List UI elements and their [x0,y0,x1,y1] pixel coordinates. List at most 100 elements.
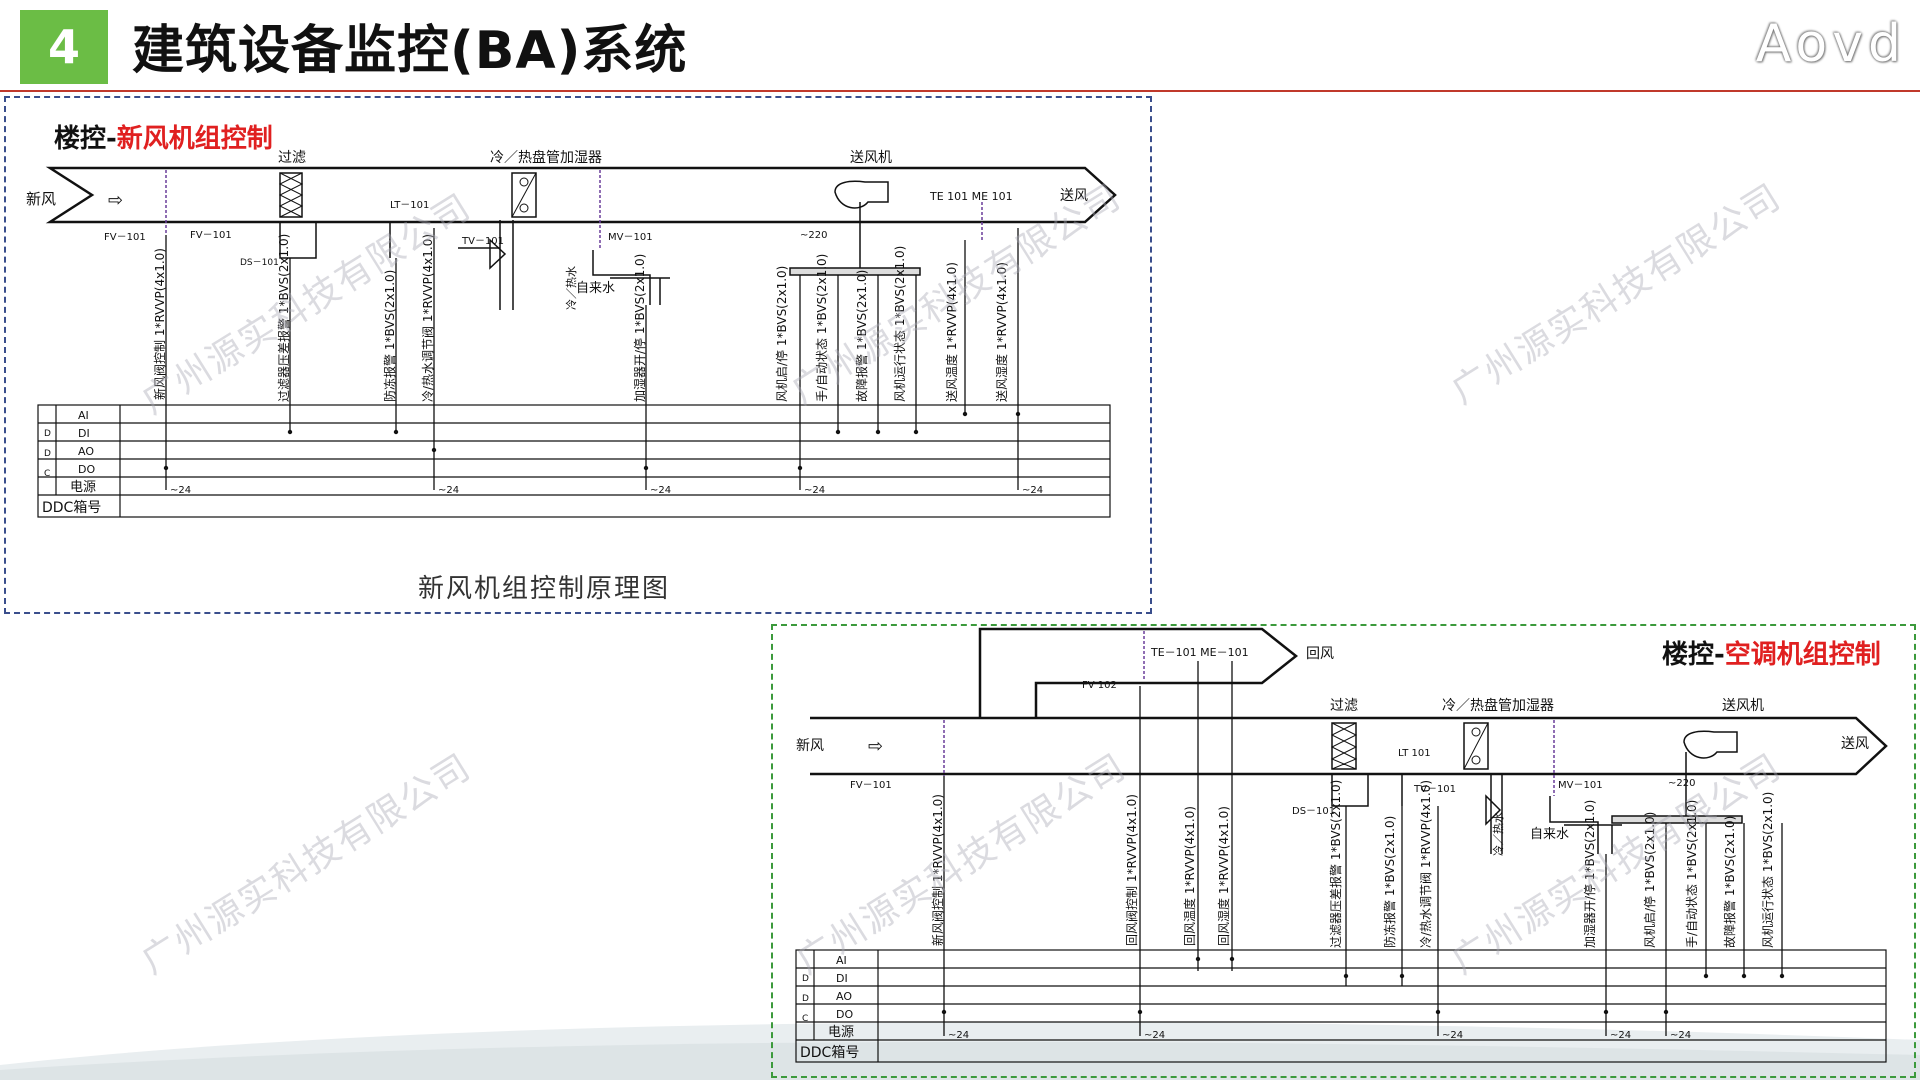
row-di: DI [78,427,90,440]
starter-panel [1611,815,1743,824]
ddc-io-table [37,404,1111,518]
cable-label: 防冻报警 1*BVS(2x1.0) [382,270,397,402]
cable-label: 风机启/停 1*BVS(2x1.0) [774,266,789,402]
power-24-label: ~24 [1022,485,1043,496]
ddc-io-table [795,949,1887,1063]
tv-tag: TV－101 [461,236,504,247]
row-ddc-box: DDC箱号 [800,1045,859,1061]
airflow-arrow-icon: ⇨ [108,190,123,211]
cable-label: 回风阀控制 1*RVVP(4x1.0) [1125,794,1139,946]
damper-tag-2: FV－101 [850,780,892,791]
power-24-label: ~24 [1442,1030,1463,1041]
row-ai: AI [78,409,89,422]
cable-label: 加湿器开/停 1*BVS(2x1.0) [632,254,647,402]
outlet-label: 送风 [1060,188,1088,204]
ddc-letter: D [44,429,51,439]
cable-label: 风机启/停 1*BVS(2x1.0) [1642,812,1657,948]
mv-tag: MV－101 [608,232,653,243]
inlet-label: 新风 [796,738,824,754]
cable-label: 新风阀控制 1*RVVP(4x1.0) [152,248,167,400]
cable-label: 防冻报警 1*BVS(2x1.0) [1382,816,1397,948]
ahu-panel [771,624,1916,1078]
section-number-badge: 4 [20,10,108,84]
starter-panel [789,267,921,276]
inlet-label: 新风 [26,190,56,208]
coil-label: 冷／热盘管加湿器 [1442,697,1554,714]
sensor-tags: TE 101 ME 101 [929,190,1013,203]
cable-label: 故障报警 1*BVS(2x1.0) [854,270,869,402]
damper-tag-2: FV－101 [190,230,232,241]
lt-tag: LT 101 [1398,748,1431,759]
cable-label: 加湿器开/停 1*BVS(2x1.0) [1582,800,1597,948]
cable-label: 送风温度 1*RVVP(4x1.0) [944,262,959,402]
cable-label: 故障报警 1*BVS(2x1.0) [1722,816,1737,948]
ddc-letter: D [802,994,809,1004]
row-power: 电源 [828,1025,854,1040]
row-di: DI [836,972,848,985]
power-24-label: ~24 [804,485,825,496]
title-prefix: 楼控- [54,124,117,154]
row-power: 电源 [70,480,96,495]
power-24-label: ~24 [1144,1030,1165,1041]
power-24-label: ~24 [948,1030,969,1041]
filter-label: 过滤 [278,150,306,166]
tap-water-label: 自来水 [1530,827,1569,842]
cable-label: 送风湿度 1*RVVP(4x1.0) [994,262,1009,402]
damper-tag: FV 102 [1082,680,1117,691]
power-24-label: ~24 [170,485,191,496]
row-do: DO [836,1008,853,1021]
page-title: 建筑设备监控(BA)系统 [132,21,688,81]
fresh-air-unit-title: 楼控-新风机组控制 [54,118,273,155]
sensor-tags: TE－101 ME－101 [1150,646,1249,659]
water-label: 冷／热水 [1492,812,1505,856]
damper-tag: FV－101 [104,232,146,243]
cable-label: 手/自动状态 1*BVS(2x1.0) [815,254,829,402]
title-highlight: 新风机组控制 [116,124,273,154]
filter-label: 过滤 [1330,698,1358,714]
fan-icon [1683,730,1738,759]
header-divider [0,90,1920,92]
row-ao: AO [78,445,94,458]
power-220-label: ~220 [800,230,827,241]
water-label: 冷／热水 [565,266,578,310]
ddc-letter: C [802,1014,808,1024]
return-air-label: 回风 [1306,646,1334,662]
fresh-air-unit-panel [4,96,1152,614]
cable-label: 过滤器压差报警 1*BVS(2x1.0) [1328,780,1343,948]
fan-label: 送风机 [850,150,892,166]
fan-label: 送风机 [1722,698,1764,714]
row-do: DO [78,463,95,476]
power-220-label: ~220 [1668,778,1695,789]
cable-label: 手/自动状态 1*BVS(2x1.0) [1685,800,1699,948]
lt-tag: LT－101 [390,200,429,211]
cable-label: 回风温度 1*RVVP(4x1.0) [1182,806,1197,946]
fresh-air-unit-schematic: 新风 送风 ⇨ 过滤 冷／热盘管加湿器 送风机 TE 101 ME 101 FV… [26,149,1117,518]
fan-icon [834,180,889,209]
cable-label: 风机运行状态 1*BVS(2x1.0) [893,246,907,402]
title-prefix: 楼控- [1662,640,1725,670]
airflow-arrow-icon: ⇨ [868,736,883,757]
title-highlight: 空调机组控制 [1724,640,1881,670]
tv-tag: TV－101 [1413,784,1456,795]
watermark: 广州源实科技有限公司 [134,746,479,983]
filter-icon [279,172,303,218]
ddc-letter: C [44,469,50,479]
cable-label: 冷/热水调节阀 1*RVVP(4x1.0) [421,234,435,402]
filter-icon [1331,722,1357,770]
ds-tag: DS－101 [1292,806,1335,817]
cable-label: 新风阀控制 1*RVVP(4x1.0) [930,794,945,946]
ds-tag: DS－101 [240,258,279,268]
tap-water-label: 自来水 [576,281,615,296]
coil-label: 冷／热盘管加湿器 [490,149,602,166]
ahu-title: 楼控-空调机组控制 [1662,634,1881,671]
brand-logo: Aovd [1755,14,1906,74]
ddc-letter: D [44,449,51,459]
outlet-label: 送风 [1841,736,1869,752]
row-ao: AO [836,990,852,1003]
power-24-label: ~24 [438,485,459,496]
row-ai: AI [836,954,847,967]
cable-label: 风机运行状态 1*BVS(2x1.0) [1761,792,1775,948]
cable-label: 冷/热水调节阀 1*RVVP(4x1.0) [1419,780,1433,948]
decorative-swoosh [0,1022,1920,1080]
power-24-label: ~24 [1670,1030,1691,1041]
